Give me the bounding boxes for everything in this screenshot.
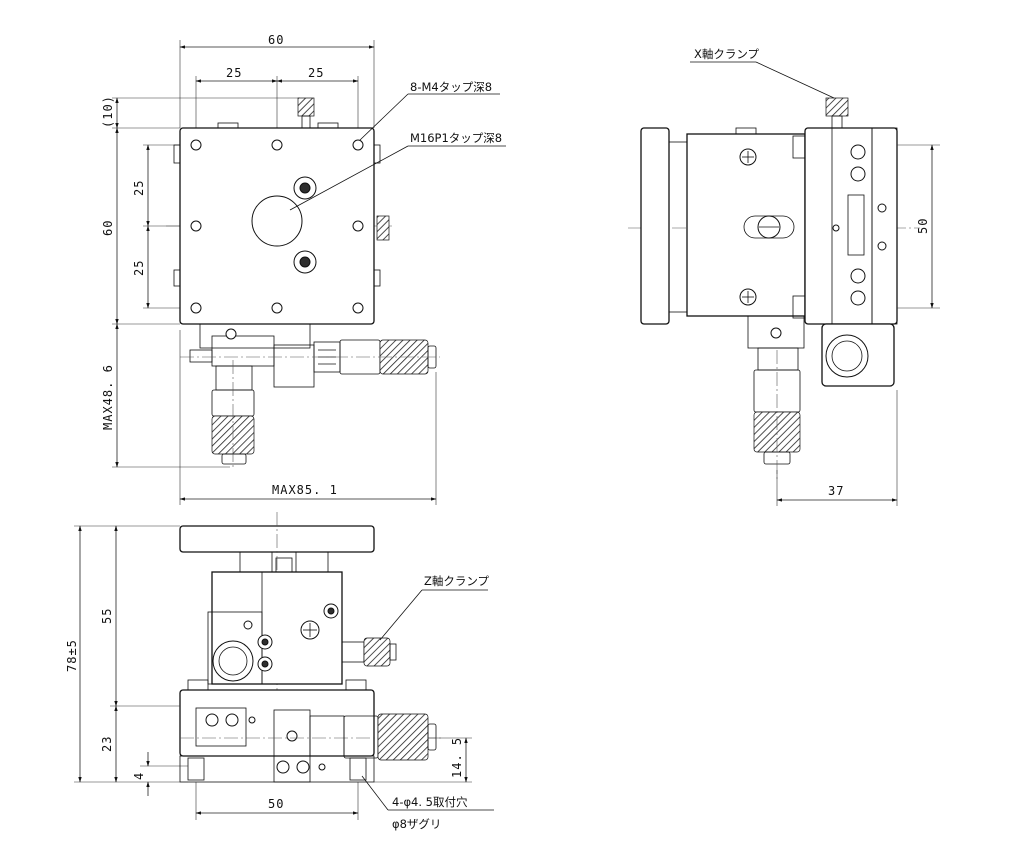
dim-side-50: 50 — [916, 218, 930, 234]
dim-side-37: 37 — [828, 484, 844, 498]
top-view: 60 25 25 (10) 60 MAX48. 6 25 25 — [101, 33, 506, 505]
tap-hole-icon — [352, 139, 364, 151]
tap-hole-icon — [352, 302, 364, 314]
side-view: X軸クランプ 50 37 — [628, 47, 940, 506]
center-hole-icon — [251, 195, 303, 247]
dim-top-width: 60 — [268, 33, 284, 47]
note-mount-holes: 4-φ4. 5取付穴 — [392, 795, 468, 809]
dim-front-50: 50 — [268, 797, 284, 811]
dim-top-total: MAX85. 1 — [272, 483, 338, 497]
dim-front-23: 23 — [100, 736, 114, 752]
note-m4-tap: 8-M4タップ深8 — [410, 80, 492, 94]
note-counterbore: φ8ザグリ — [392, 817, 441, 831]
dim-top-half-left: 25 — [226, 66, 242, 80]
tap-hole-icon — [190, 220, 202, 232]
dim-top-lower-25: 25 — [132, 260, 146, 276]
note-z-clamp: Z軸クランプ — [424, 574, 490, 588]
tap-hole-icon — [271, 139, 283, 151]
dim-front-55: 55 — [100, 608, 114, 624]
front-view: Z軸クランプ 78±5 55 23 4 — [65, 512, 494, 831]
dim-front-total-height: 78±5 — [65, 639, 79, 672]
dim-top-half-right: 25 — [308, 66, 324, 80]
dim-front-14-5: 14. 5 — [450, 737, 464, 778]
tap-hole-icon — [352, 220, 364, 232]
note-m16-tap: M16P1タップ深8 — [410, 131, 502, 145]
dim-top-height: 60 — [101, 220, 115, 236]
note-x-clamp: X軸クランプ — [694, 47, 760, 61]
tap-hole-icon — [271, 302, 283, 314]
dim-top-offset: (10) — [101, 95, 115, 128]
tap-hole-icon — [190, 139, 202, 151]
dim-top-upper-25: 25 — [132, 180, 146, 196]
dim-front-4: 4 — [132, 772, 146, 780]
dim-top-micrometer: MAX48. 6 — [101, 364, 115, 430]
tap-hole-icon — [190, 302, 202, 314]
